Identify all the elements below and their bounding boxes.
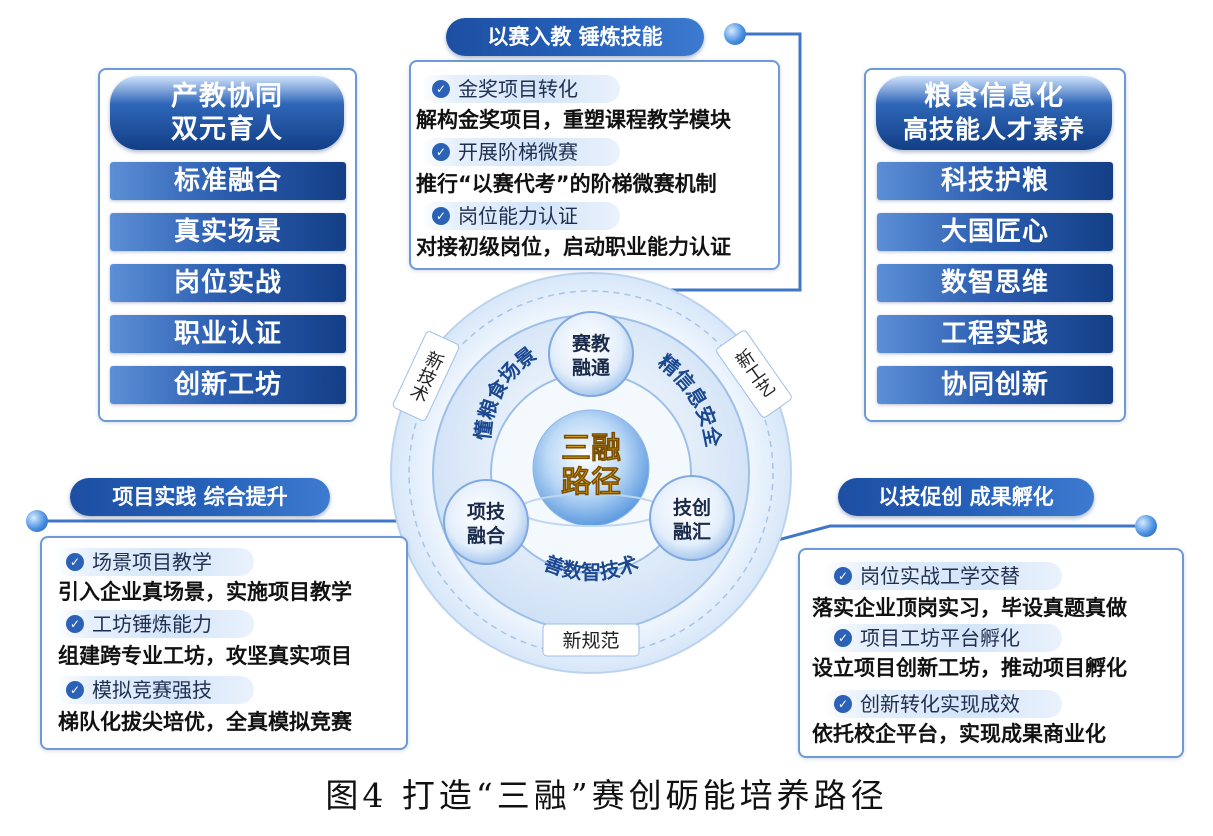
right-item-4: 工程实践 <box>877 315 1113 353</box>
node-competition-teaching: 赛教 融通 <box>548 311 634 397</box>
check-circle-icon: ✓ <box>66 615 84 633</box>
bl-entry-3-sub: ✓ 模拟竞赛强技 <box>54 676 254 704</box>
right-item-2: 大国匠心 <box>877 213 1113 251</box>
top-entry-1-desc: 解构金奖项目，重塑课程教学模块 <box>416 108 731 132</box>
svg-text:项技: 项技 <box>467 500 506 523</box>
right-panel-header-line2: 高技能人才素养 <box>902 115 1085 144</box>
left-item-1: 标准融合 <box>110 162 346 200</box>
right-panel-header: 粮食信息化 高技能人才素养 <box>876 76 1112 150</box>
bl-entry-2-desc: 组建跨专业工坊，攻坚真实项目 <box>58 644 352 668</box>
check-circle-icon: ✓ <box>432 143 450 161</box>
outer-dashed-ring <box>408 290 774 656</box>
check-circle-icon: ✓ <box>834 567 852 585</box>
left-panel-header-line1: 产教协同 <box>171 81 283 112</box>
bottom-left-pill: 项目实践 综合提升 <box>70 478 330 516</box>
svg-text:融通: 融通 <box>572 357 611 379</box>
top-entry-1-sub: ✓ 金奖项目转化 <box>420 75 620 103</box>
bl-entry-2-sub: ✓ 工坊锤炼能力 <box>54 610 254 638</box>
check-circle-icon: ✓ <box>66 553 84 571</box>
left-panel-header-line2: 双元育人 <box>171 114 283 145</box>
svg-text:技创: 技创 <box>673 496 711 519</box>
check-circle-icon: ✓ <box>834 629 852 647</box>
br-entry-3-sub: ✓ 创新转化实现成效 <box>822 690 1062 718</box>
check-circle-icon: ✓ <box>834 695 852 713</box>
svg-text:赛教: 赛教 <box>571 332 611 355</box>
check-circle-icon: ✓ <box>66 681 84 699</box>
br-entry-2-desc: 设立项目创新工坊，推动项目孵化 <box>812 656 1127 680</box>
bl-entry-1-sub: ✓ 场景项目教学 <box>54 548 254 576</box>
node-skill-innovation: 技创 融汇 <box>649 475 735 561</box>
right-item-1: 科技护粮 <box>877 162 1113 200</box>
figure-caption: 图4 打造“三融”赛创砺能培养路径 <box>325 776 888 815</box>
top-entry-3-desc: 对接初级岗位，启动职业能力认证 <box>416 235 731 259</box>
bl-entry-3-desc: 梯队化拔尖培优，全真模拟竞赛 <box>58 710 352 734</box>
right-item-3: 数智思维 <box>877 264 1113 302</box>
left-panel-header: 产教协同 双元育人 <box>110 76 344 150</box>
bl-entry-1-desc: 引入企业真场景，实施项目教学 <box>58 580 352 604</box>
check-circle-icon: ✓ <box>432 207 450 225</box>
br-entry-1-sub: ✓ 岗位实战工学交替 <box>822 562 1062 590</box>
three-fusion-wheel: 懂粮食场景 精信息安全 善数智技术 新技术 新工艺 新规范 赛教 融通 项技 融… <box>390 272 792 674</box>
top-entry-3-sub: ✓ 岗位能力认证 <box>420 202 620 230</box>
top-entry-2-sub: ✓ 开展阶梯微赛 <box>420 138 620 166</box>
right-panel-header-line1: 粮食信息化 <box>924 81 1064 112</box>
node-project-skill: 项技 融合 <box>443 479 529 565</box>
svg-text:新规范: 新规范 <box>562 630 619 652</box>
core-title-line1: 三融 <box>561 431 621 466</box>
br-entry-1-desc: 落实企业顶岗实习，毕设真题真做 <box>812 596 1127 620</box>
right-item-5: 协同创新 <box>877 366 1113 404</box>
top-block-pill: 以赛入教 锤炼技能 <box>446 18 704 56</box>
left-item-4: 职业认证 <box>110 315 346 353</box>
check-circle-icon: ✓ <box>432 80 450 98</box>
top-entry-2-desc: 推行“以赛代考”的阶梯微赛机制 <box>416 172 717 196</box>
br-entry-3-desc: 依托校企平台，实现成果商业化 <box>812 722 1106 746</box>
br-entry-2-sub: ✓ 项目工坊平台孵化 <box>822 624 1062 652</box>
core-title-line2: 路径 <box>561 465 621 500</box>
left-item-2: 真实场景 <box>110 213 346 251</box>
svg-text:融合: 融合 <box>467 524 506 547</box>
connector-dot-icon <box>1135 515 1157 537</box>
connector-dot-icon <box>26 510 48 532</box>
left-item-5: 创新工坊 <box>110 366 346 404</box>
svg-text:融汇: 融汇 <box>673 521 711 543</box>
bottom-right-pill: 以技促创 成果孵化 <box>838 478 1094 516</box>
connector-dot-icon <box>724 23 746 45</box>
left-item-3: 岗位实战 <box>110 264 346 302</box>
outer-label-new-standard: 新规范 <box>542 623 640 657</box>
